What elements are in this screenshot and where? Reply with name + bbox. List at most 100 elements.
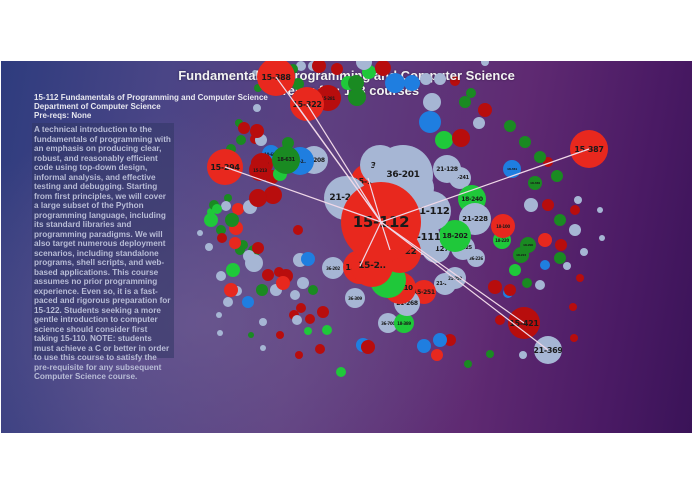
course-bubble[interactable] <box>459 96 471 108</box>
course-bubble[interactable] <box>597 207 603 213</box>
course-bubble[interactable] <box>569 224 581 236</box>
course-bubble[interactable] <box>308 285 318 295</box>
course-bubble[interactable] <box>296 61 306 71</box>
course-bubble[interactable] <box>385 73 405 93</box>
course-bubble[interactable] <box>534 151 546 163</box>
course-bubble[interactable] <box>404 75 420 91</box>
course-bubble[interactable] <box>238 122 250 134</box>
course-bubble[interactable] <box>504 284 516 296</box>
course-bubble[interactable] <box>245 254 263 272</box>
course-bubble[interactable] <box>322 325 332 335</box>
course-bubble[interactable] <box>563 262 571 270</box>
course-bubble[interactable] <box>317 306 329 318</box>
course-bubble[interactable] <box>356 61 372 70</box>
course-bubble[interactable] <box>599 235 605 241</box>
course-bubble[interactable] <box>259 318 267 326</box>
course-bubble[interactable] <box>486 350 494 358</box>
course-bubble[interactable] <box>570 334 578 342</box>
course-bubble[interactable] <box>253 104 261 112</box>
course-bubble[interactable] <box>348 75 364 91</box>
course-bubble[interactable] <box>225 213 239 227</box>
course-bubble[interactable] <box>229 237 241 249</box>
course-bubble[interactable] <box>226 144 236 154</box>
course-bubble[interactable] <box>569 303 577 311</box>
course-bubble[interactable] <box>522 278 532 288</box>
course-bubble[interactable] <box>292 315 302 325</box>
course-bubble[interactable] <box>554 252 566 264</box>
course-bubble[interactable] <box>444 334 456 346</box>
course-bubble[interactable] <box>519 136 531 148</box>
course-bubble[interactable] <box>315 344 325 354</box>
course-bubble[interactable] <box>348 88 366 106</box>
course-bubble[interactable] <box>242 296 254 308</box>
course-bubble[interactable] <box>232 203 244 215</box>
course-bubble[interactable] <box>205 243 213 251</box>
course-bubble[interactable] <box>466 88 476 98</box>
course-bubble[interactable] <box>435 131 453 149</box>
course-bubble[interactable] <box>304 327 312 335</box>
course-bubble[interactable] <box>450 76 460 86</box>
course-bubble[interactable] <box>551 170 563 182</box>
course-bubble[interactable] <box>216 225 226 235</box>
course-bubble[interactable] <box>431 349 443 361</box>
course-bubble[interactable] <box>509 264 521 276</box>
course-bubble[interactable] <box>452 129 470 147</box>
course-bubble[interactable] <box>554 214 566 226</box>
course-bubble[interactable] <box>305 314 315 324</box>
course-bubble[interactable] <box>212 204 222 214</box>
course-bubble[interactable] <box>580 248 588 256</box>
course-bubble-18-100[interactable]: 18-100 <box>491 214 515 238</box>
course-bubble[interactable] <box>252 242 264 254</box>
course-bubble[interactable] <box>504 120 516 132</box>
course-bubble[interactable] <box>252 70 258 76</box>
course-bubble[interactable] <box>254 84 262 92</box>
course-bubble[interactable] <box>540 260 550 270</box>
course-bubble[interactable] <box>488 280 502 294</box>
course-bubble[interactable] <box>226 263 240 277</box>
course-bubble[interactable] <box>473 117 485 129</box>
course-bubble[interactable] <box>249 189 267 207</box>
course-bubble[interactable] <box>420 73 432 85</box>
course-bubble[interactable] <box>524 198 538 212</box>
course-bubble[interactable] <box>293 225 303 235</box>
course-bubble[interactable] <box>312 61 326 73</box>
course-bubble[interactable] <box>331 63 343 75</box>
course-bubble[interactable] <box>216 312 222 318</box>
course-bubble[interactable] <box>235 245 245 255</box>
course-bubble[interactable] <box>478 103 492 117</box>
course-bubble[interactable] <box>495 315 505 325</box>
course-bubble[interactable] <box>519 351 527 359</box>
course-bubble[interactable] <box>204 213 218 227</box>
course-bubble[interactable] <box>433 333 447 347</box>
course-bubble[interactable] <box>223 297 233 307</box>
course-bubble[interactable] <box>361 340 375 354</box>
course-bubble[interactable] <box>419 111 441 133</box>
course-bubble[interactable] <box>375 61 391 76</box>
course-bubble[interactable] <box>481 61 489 66</box>
course-bubble[interactable] <box>576 274 584 282</box>
course-bubble[interactable] <box>570 205 580 215</box>
course-bubble[interactable] <box>574 196 582 204</box>
course-bubble[interactable] <box>221 201 231 211</box>
course-bubble[interactable] <box>543 157 553 167</box>
course-bubble[interactable] <box>217 330 223 336</box>
course-bubble[interactable] <box>542 199 554 211</box>
course-bubble[interactable] <box>207 208 215 216</box>
course-bubble[interactable] <box>236 135 246 145</box>
course-bubble[interactable] <box>290 290 300 300</box>
course-bubble[interactable] <box>434 73 446 85</box>
course-bubble[interactable] <box>417 339 431 353</box>
course-bubble[interactable] <box>301 252 315 266</box>
course-bubble[interactable] <box>464 360 472 368</box>
course-bubble[interactable] <box>248 332 254 338</box>
course-bubble[interactable] <box>264 186 282 204</box>
course-bubble[interactable] <box>423 93 441 111</box>
course-bubble[interactable] <box>197 230 203 236</box>
course-bubble[interactable] <box>276 331 284 339</box>
course-bubble[interactable] <box>295 351 303 359</box>
course-bubble[interactable] <box>256 284 268 296</box>
course-bubble[interactable] <box>260 345 266 351</box>
course-bubble[interactable] <box>216 271 226 281</box>
course-bubble[interactable] <box>224 194 232 202</box>
course-bubble[interactable] <box>262 269 274 281</box>
